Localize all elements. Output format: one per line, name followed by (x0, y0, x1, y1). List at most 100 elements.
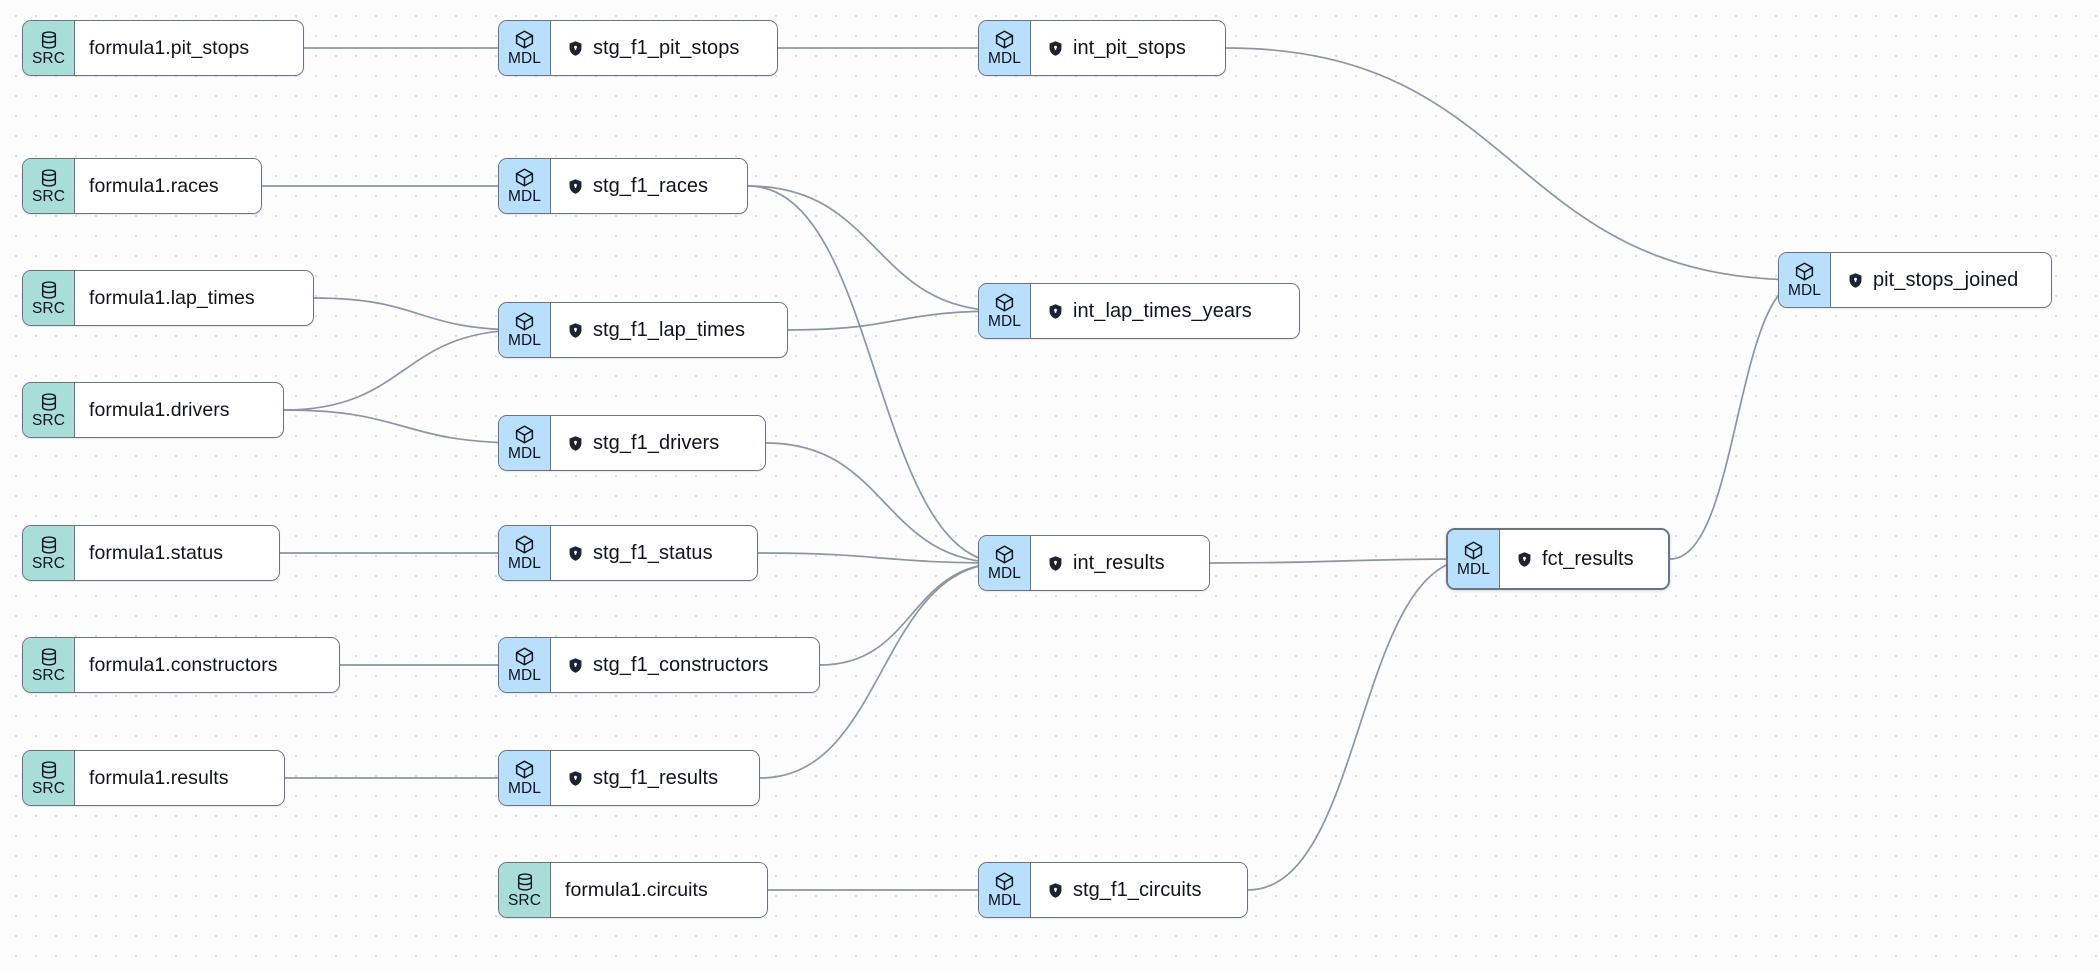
node-stg_pit_stops[interactable]: MDL stg_f1_pit_stops (498, 20, 778, 76)
cube-icon (514, 759, 535, 780)
node-badge-src: SRC (23, 383, 75, 437)
node-src_constructors[interactable]: SRC formula1.constructors (22, 637, 340, 693)
database-icon (39, 535, 59, 555)
node-badge-label: MDL (507, 667, 542, 685)
node-body: formula1.constructors (75, 638, 339, 692)
node-body: stg_f1_results (551, 751, 759, 805)
shield-icon (1047, 303, 1064, 320)
node-label: stg_f1_races (593, 174, 709, 197)
database-icon (39, 280, 59, 300)
node-badge-label: MDL (1787, 282, 1822, 300)
node-label: formula1.races (89, 174, 219, 197)
node-label: fct_results (1542, 547, 1634, 570)
node-label: formula1.results (89, 766, 229, 789)
node-badge-src: SRC (23, 526, 75, 580)
node-src_status[interactable]: SRC formula1.status (22, 525, 280, 581)
node-badge-mdl: MDL (499, 751, 551, 805)
cube-icon (514, 424, 535, 445)
node-int_pit_stops[interactable]: MDL int_pit_stops (978, 20, 1226, 76)
node-badge-mdl: MDL (979, 21, 1031, 75)
shield-icon (567, 322, 584, 339)
edge-stg_races-to-int_results (747, 185, 1005, 564)
node-stg_races[interactable]: MDL stg_f1_races (498, 158, 748, 214)
node-badge-label: SRC (31, 779, 66, 797)
node-body: formula1.races (75, 159, 261, 213)
edge-stg_lap_times-to-int_lap_times_years (787, 310, 1005, 331)
cube-icon (514, 534, 535, 555)
node-badge-label: MDL (507, 50, 542, 68)
node-body: formula1.drivers (75, 383, 283, 437)
node-badge-label: SRC (31, 187, 66, 205)
node-body: fct_results (1500, 530, 1668, 588)
node-badge-label: MDL (1456, 561, 1491, 579)
node-src_pit_stops[interactable]: SRC formula1.pit_stops (22, 20, 304, 76)
node-badge-src: SRC (23, 21, 75, 75)
node-label: formula1.drivers (89, 398, 230, 421)
node-stg_results[interactable]: MDL stg_f1_results (498, 750, 760, 806)
node-body: stg_f1_lap_times (551, 303, 787, 357)
node-badge-src: SRC (23, 751, 75, 805)
node-body: formula1.results (75, 751, 284, 805)
node-label: stg_f1_results (593, 766, 719, 789)
node-pit_stops_joined[interactable]: MDL pit_stops_joined (1778, 252, 2052, 308)
shield-icon (1047, 555, 1064, 572)
node-src_lap_times[interactable]: SRC formula1.lap_times (22, 270, 314, 326)
node-badge-mdl: MDL (499, 159, 551, 213)
node-body: formula1.status (75, 526, 279, 580)
node-body: stg_f1_constructors (551, 638, 819, 692)
cube-icon (514, 29, 535, 50)
edge-stg_circuits-to-fct_results (1247, 558, 1473, 891)
node-label: stg_f1_pit_stops (593, 36, 740, 59)
edge-int_pit_stops-to-pit_stops_joined (1225, 47, 1805, 281)
node-body: formula1.lap_times (75, 271, 313, 325)
cube-icon (514, 167, 535, 188)
shield-icon (567, 178, 584, 195)
node-stg_status[interactable]: MDL stg_f1_status (498, 525, 758, 581)
node-badge-label: SRC (31, 554, 66, 572)
node-badge-mdl: MDL (499, 416, 551, 470)
node-badge-src: SRC (23, 638, 75, 692)
edge-src_lap_times-to-stg_lap_times (313, 297, 525, 331)
shield-icon (567, 40, 584, 57)
node-label: stg_f1_constructors (593, 653, 769, 676)
shield-icon (1516, 551, 1533, 568)
node-stg_constructors[interactable]: MDL stg_f1_constructors (498, 637, 820, 693)
node-src_circuits[interactable]: SRC formula1.circuits (498, 862, 768, 918)
node-src_results[interactable]: SRC formula1.results (22, 750, 285, 806)
edge-stg_drivers-to-int_results (765, 442, 1005, 564)
node-badge-label: MDL (507, 780, 542, 798)
node-badge-label: SRC (31, 666, 66, 684)
node-label: stg_f1_status (593, 541, 713, 564)
node-label: formula1.circuits (565, 878, 708, 901)
node-body: pit_stops_joined (1831, 253, 2051, 307)
cube-icon (994, 29, 1015, 50)
node-badge-label: SRC (31, 299, 66, 317)
cube-icon (994, 544, 1015, 565)
database-icon (39, 647, 59, 667)
cube-icon (994, 292, 1015, 313)
node-label: formula1.pit_stops (89, 36, 250, 59)
node-badge-mdl: MDL (499, 526, 551, 580)
node-badge-src: SRC (23, 271, 75, 325)
database-icon (515, 872, 535, 892)
node-badge-mdl: MDL (979, 536, 1031, 590)
node-badge-mdl: MDL (1779, 253, 1831, 307)
node-body: int_results (1031, 536, 1209, 590)
node-badge-label: SRC (31, 49, 66, 67)
node-body: int_pit_stops (1031, 21, 1225, 75)
node-badge-src: SRC (499, 863, 551, 917)
node-badge-label: MDL (987, 313, 1022, 331)
node-src_drivers[interactable]: SRC formula1.drivers (22, 382, 284, 438)
node-fct_results[interactable]: MDL fct_results (1446, 528, 1670, 590)
node-label: formula1.status (89, 541, 224, 564)
node-label: int_pit_stops (1073, 36, 1186, 59)
database-icon (39, 30, 59, 50)
node-src_races[interactable]: SRC formula1.races (22, 158, 262, 214)
